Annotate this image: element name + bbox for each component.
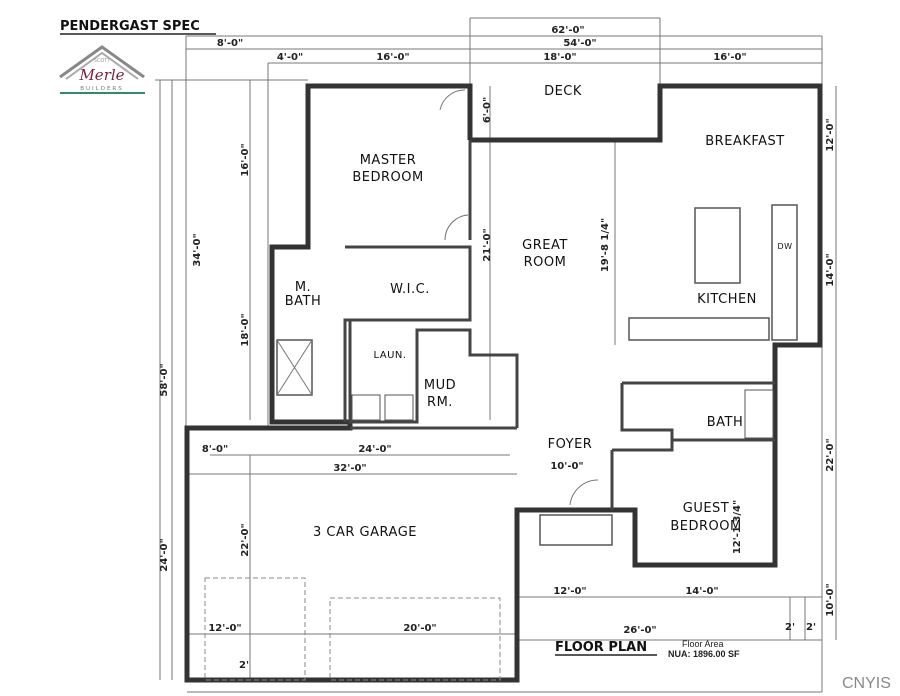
svg-text:2': 2' — [239, 660, 249, 671]
svg-text:26'-0": 26'-0" — [623, 625, 656, 636]
svg-text:18'-0": 18'-0" — [240, 313, 251, 346]
svg-text:22'-0": 22'-0" — [825, 438, 836, 471]
room-master-bedroom-2: BEDROOM — [352, 170, 423, 185]
svg-text:BUILDERS: BUILDERS — [80, 86, 124, 92]
svg-text:24'-0": 24'-0" — [358, 444, 391, 455]
svg-text:16'-0": 16'-0" — [713, 52, 746, 63]
floor-area-value: NUA: 1896.00 SF — [668, 649, 740, 659]
svg-text:14'-0": 14'-0" — [685, 586, 718, 597]
builder-logo: SCOTT Merle BUILDERS — [59, 45, 145, 94]
interior-walls — [204, 89, 798, 681]
svg-text:10'-0": 10'-0" — [550, 461, 583, 472]
svg-text:16'-0": 16'-0" — [376, 52, 409, 63]
room-labels: DECK BREAKFAST MASTER BEDROOM GREAT ROOM… — [285, 84, 792, 540]
svg-text:24'-0": 24'-0" — [159, 538, 170, 571]
dishwasher-label: DW — [777, 242, 792, 251]
svg-text:2': 2' — [785, 622, 795, 633]
svg-text:Merle: Merle — [78, 66, 124, 84]
svg-text:8'-0": 8'-0" — [217, 38, 243, 49]
svg-text:6'-0": 6'-0" — [482, 97, 493, 123]
svg-text:8'-0": 8'-0" — [202, 444, 228, 455]
room-breakfast: BREAKFAST — [705, 134, 784, 149]
exterior-walls — [184, 83, 823, 683]
svg-text:12'-0": 12'-0" — [208, 623, 241, 634]
room-garage: 3 CAR GARAGE — [313, 525, 417, 540]
svg-text:32'-0": 32'-0" — [333, 463, 366, 474]
room-mud-2: RM. — [427, 395, 453, 410]
room-mud-1: MUD — [424, 378, 456, 393]
room-foyer: FOYER — [548, 437, 593, 452]
room-great-1: GREAT — [522, 238, 568, 253]
room-wic: W.I.C. — [390, 282, 430, 297]
svg-text:21'-0": 21'-0" — [482, 228, 493, 261]
svg-text:18'-0": 18'-0" — [543, 52, 576, 63]
svg-text:16'-0": 16'-0" — [240, 143, 251, 176]
room-guest-2: BEDROOM — [670, 519, 741, 534]
room-laundry: LAUN. — [373, 350, 406, 361]
room-kitchen: KITCHEN — [697, 292, 757, 307]
svg-text:12'-0": 12'-0" — [553, 586, 586, 597]
watermark: CNYIS — [842, 675, 891, 692]
room-master-bedroom-1: MASTER — [360, 153, 417, 168]
floor-plan-label: FLOOR PLAN — [555, 640, 647, 655]
svg-text:2': 2' — [806, 622, 816, 633]
room-bath: BATH — [707, 415, 744, 430]
svg-text:4'-0": 4'-0" — [277, 52, 303, 63]
room-mbath-1: M. — [295, 280, 311, 295]
svg-text:34'-0": 34'-0" — [192, 233, 203, 266]
svg-text:SCOTT: SCOTT — [94, 58, 112, 64]
svg-text:12'-0": 12'-0" — [825, 118, 836, 151]
svg-text:10'-0": 10'-0" — [825, 583, 836, 616]
svg-text:58'-0": 58'-0" — [159, 363, 170, 396]
svg-text:20'-0": 20'-0" — [403, 623, 436, 634]
room-mbath-2: BATH — [285, 294, 322, 309]
plan-title: PENDERGAST SPEC — [60, 19, 200, 34]
dimension-labels: 62'-0" 8'-0" 54'-0" 4'-0" 16'-0" 18'-0" … — [159, 25, 836, 671]
room-guest-1: GUEST — [683, 501, 730, 516]
room-deck: DECK — [544, 84, 582, 99]
svg-text:54'-0": 54'-0" — [563, 38, 596, 49]
svg-text:62'-0": 62'-0" — [551, 25, 584, 36]
svg-text:22'-0": 22'-0" — [240, 523, 251, 556]
svg-text:12'-1 3/4": 12'-1 3/4" — [732, 500, 743, 554]
svg-text:19'-8 1/4": 19'-8 1/4" — [600, 218, 611, 272]
svg-text:14'-0": 14'-0" — [825, 253, 836, 286]
room-great-2: ROOM — [524, 255, 567, 270]
dimension-lines — [155, 17, 837, 693]
floor-area-title: Floor Area — [682, 639, 724, 649]
